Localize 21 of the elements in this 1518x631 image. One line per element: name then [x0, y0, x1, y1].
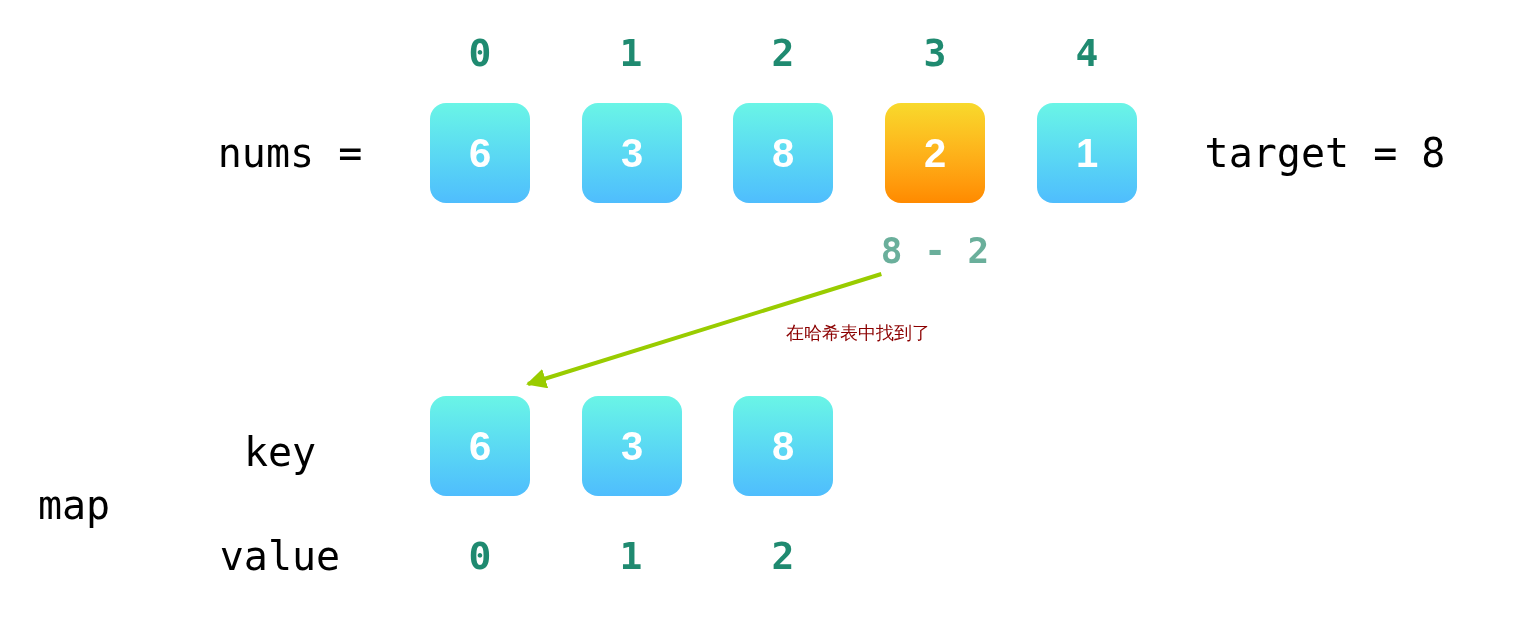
value-cell: 8	[733, 103, 833, 203]
value-cell: 6	[430, 396, 530, 496]
index-number: 2	[771, 34, 795, 72]
value-cell: 6	[430, 103, 530, 203]
index-number: 0	[468, 537, 492, 575]
index-number: 1	[619, 34, 643, 72]
arrow	[526, 272, 882, 389]
code-label: nums =	[217, 133, 363, 173]
value-cell: 2	[885, 103, 985, 203]
value-cell: 8	[733, 396, 833, 496]
value-cell: 3	[582, 396, 682, 496]
index-number: 1	[619, 537, 643, 575]
index-number: 2	[771, 537, 795, 575]
index-number: 3	[923, 34, 947, 72]
index-number: 4	[1075, 34, 1099, 72]
code-label: value	[219, 536, 341, 576]
edge-label: 在哈希表中找到了	[786, 324, 930, 342]
value-cell: 1	[1037, 103, 1137, 203]
expression-text: 8 - 2	[870, 228, 1000, 274]
index-number: 0	[468, 34, 492, 72]
value-cell: 3	[582, 103, 682, 203]
